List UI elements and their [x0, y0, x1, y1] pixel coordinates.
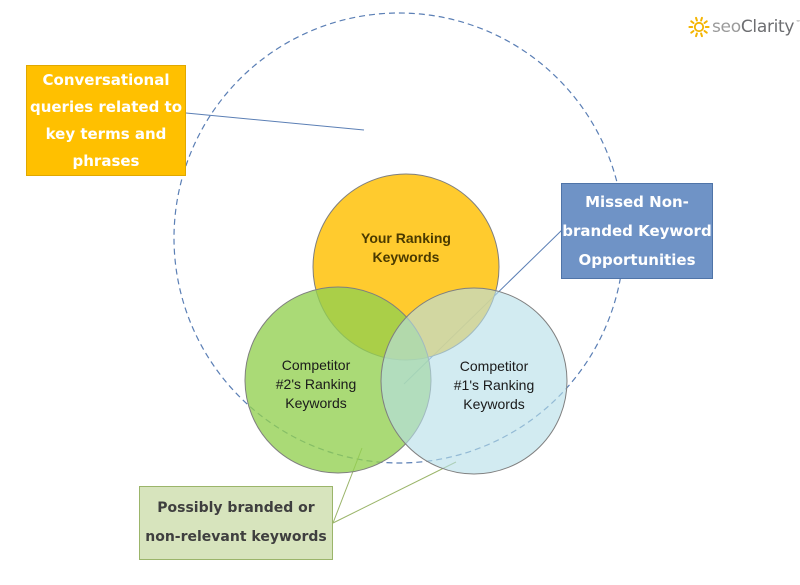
- sun-ray: [700, 16, 703, 22]
- label-line: Keywords: [373, 249, 440, 265]
- label-line: Competitor: [460, 358, 529, 374]
- sun-ray: [700, 32, 703, 38]
- sun-icon: [688, 16, 710, 38]
- label-line: #1's Ranking: [454, 377, 535, 393]
- label-line: Keywords: [285, 395, 346, 411]
- competitor-1-circle: [380, 287, 568, 475]
- missed-opportunities-text: Missed Non-branded Keyword Opportunities: [562, 192, 712, 269]
- label-line: Competitor: [282, 357, 351, 373]
- branded-keywords-text: Possibly branded or non-relevant keyword…: [145, 500, 327, 545]
- sun-ray: [695, 16, 698, 22]
- conversational-queries-text: Conversational queries related to key te…: [29, 70, 183, 170]
- logo-prefix: seo: [712, 17, 741, 37]
- trademark-mark: ™: [795, 18, 800, 27]
- connector-branded-right: [332, 461, 457, 524]
- conversational-queries-callout: Conversational queries related to key te…: [26, 65, 186, 176]
- logo-wordmark: seoClarity: [712, 17, 794, 37]
- label-line: Your Ranking: [361, 230, 451, 246]
- seoclarity-logo: seoClarity ™: [688, 14, 800, 40]
- sun-ray: [690, 20, 695, 25]
- sun-ray: [690, 29, 695, 34]
- label-line: #2's Ranking: [276, 376, 357, 392]
- sun-ray: [703, 29, 708, 34]
- label-line: Keywords: [463, 396, 524, 412]
- sun-ray: [695, 32, 698, 38]
- connector-conversational: [185, 112, 365, 131]
- branded-keywords-callout: Possibly branded or non-relevant keyword…: [139, 486, 333, 560]
- logo-brand: Clarity: [740, 17, 795, 37]
- missed-opportunities-callout: Missed Non-branded Keyword Opportunities: [561, 183, 713, 279]
- sun-ray: [703, 20, 708, 25]
